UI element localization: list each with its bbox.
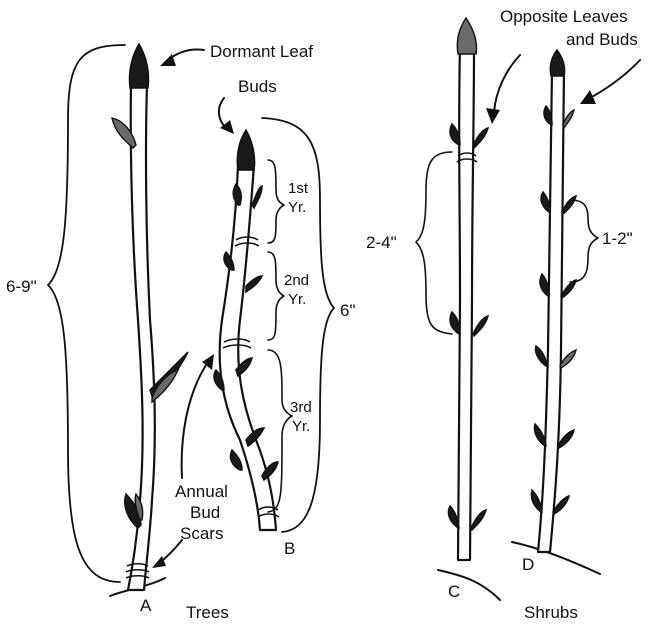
twig-b-bud-4 (246, 276, 262, 292)
twig-d-terminal-bud (550, 50, 564, 76)
twig-c-bud-4 (473, 316, 488, 336)
twig-d-bud-6 (561, 280, 576, 298)
label-opposite-line1: Opposite Leaves (500, 7, 628, 26)
twig-b-terminal-bud (237, 130, 254, 170)
twig-d-bud-4 (562, 196, 576, 214)
twig-d (512, 50, 600, 574)
label-2nd-yr-line1: 2nd (284, 272, 309, 289)
label-six-nine: 6-9" (6, 277, 37, 296)
twig-c-terminal-bud (457, 18, 476, 54)
twig-c (416, 18, 500, 600)
twig-d-stem (538, 70, 564, 552)
twig-c-bud-6 (471, 510, 486, 530)
twig-a-terminal-bud (129, 44, 148, 88)
bracket-3rd-yr (268, 350, 292, 512)
twig-b (214, 118, 334, 532)
opposite-arrowhead-c (486, 108, 500, 124)
label-b: B (284, 539, 295, 558)
bracket-2nd-yr (268, 252, 284, 340)
label-buds: Buds (238, 77, 277, 96)
twig-c-bud-2 (473, 128, 488, 148)
label-annual: Annual (175, 482, 228, 501)
twig-d-bud-5 (540, 274, 549, 296)
annual-scars-arrowhead-down (152, 556, 166, 568)
label-c: C (448, 582, 460, 601)
twig-c-internode-bracket (416, 152, 452, 334)
label-a: A (140, 596, 152, 615)
label-2nd-yr-line2: Yr. (288, 291, 306, 308)
twig-d-bud-7 (535, 346, 547, 366)
twig-b-bud-2 (252, 186, 262, 208)
twig-d-bud-2 (563, 110, 574, 128)
label-scars: Scars (180, 524, 223, 543)
opposite-arrow-c (494, 55, 520, 112)
label-dormant-leaf: Dormant Leaf (210, 42, 313, 61)
label-six-inch: 6" (340, 301, 356, 320)
label-one-two: 1-2" (602, 229, 633, 248)
twig-d-internode-bracket (570, 200, 598, 282)
twig-c-stem (458, 50, 474, 560)
label-1st-yr-line2: Yr. (288, 199, 306, 216)
twig-b-bud-8 (230, 450, 242, 470)
opposite-arrow-d (590, 60, 640, 98)
label-bud: Bud (190, 503, 220, 522)
label-trees: Trees (186, 603, 229, 622)
twig-d-bud-3 (541, 192, 550, 212)
label-opposite-line2: and Buds (566, 30, 638, 49)
label-3rd-yr-line1: 3rd (290, 399, 312, 416)
annual-scars-arrow-up (182, 362, 208, 478)
twig-d-bud-11 (531, 490, 542, 512)
label-d: D (522, 555, 534, 574)
label-3rd-yr-line2: Yr. (292, 418, 310, 435)
label-1st-yr-line1: 1st (288, 180, 309, 197)
buds-arrow (219, 98, 226, 128)
label-shrubs: Shrubs (524, 603, 578, 622)
twig-a (48, 44, 188, 596)
twig-a-length-bracket (48, 45, 125, 582)
twig-d-bud-10 (558, 430, 574, 448)
twig-d-bud-8 (560, 350, 576, 368)
label-two-four: 2-4" (366, 233, 397, 252)
twig-c-bud-3 (450, 312, 460, 334)
bracket-1st-yr (268, 160, 284, 243)
